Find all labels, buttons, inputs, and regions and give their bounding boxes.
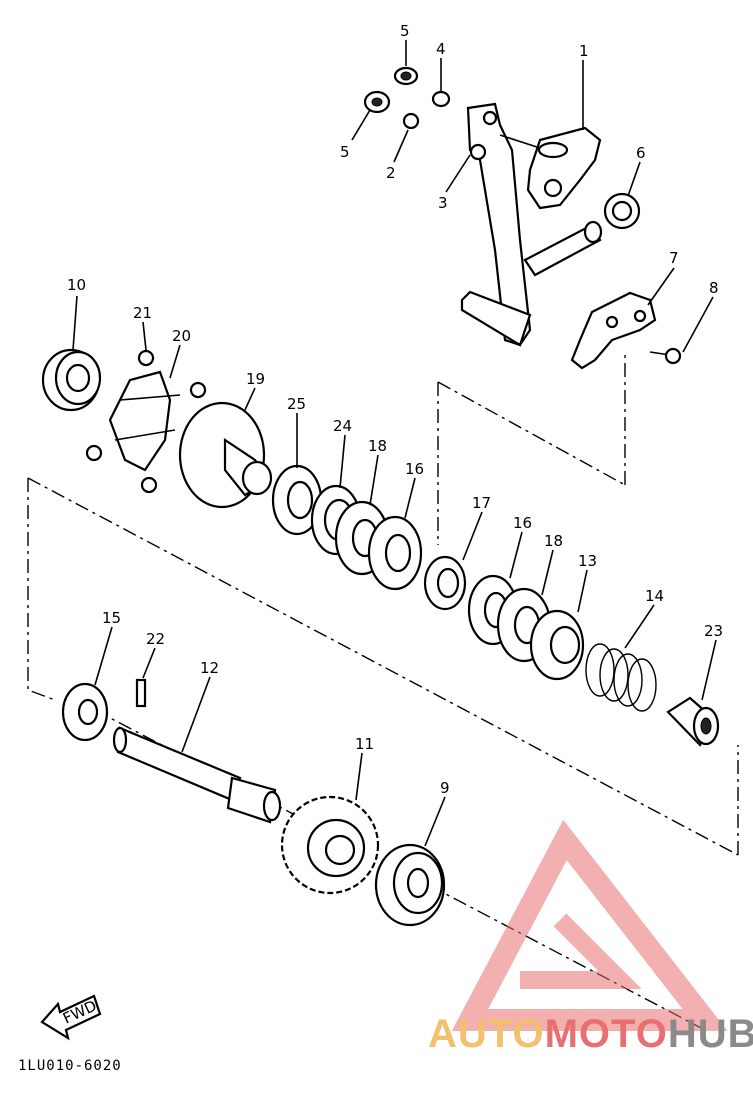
callout-13: 13 <box>578 552 597 570</box>
drum-19 <box>178 401 273 509</box>
nut-5-top <box>393 66 419 86</box>
washer-16a <box>367 515 423 591</box>
shaft-12 <box>112 726 282 824</box>
seat-13 <box>529 609 585 681</box>
gear-11 <box>280 795 380 895</box>
fwd-arrow: FWD <box>40 994 102 1041</box>
callout-17: 17 <box>472 494 491 512</box>
watermark-part2: MOTO <box>544 1012 668 1056</box>
balls-21 <box>85 349 207 494</box>
lever-7 <box>570 291 657 370</box>
star-cam-20 <box>108 370 181 472</box>
callout-15: 15 <box>102 609 121 627</box>
callout-19: 19 <box>246 370 265 388</box>
shift-shaft <box>523 220 603 277</box>
pin-22 <box>135 678 147 708</box>
watermark-logo <box>451 819 728 1031</box>
collar-17 <box>423 555 467 611</box>
callout-20: 20 <box>172 327 191 345</box>
washer-15 <box>61 682 109 742</box>
leader-lines <box>72 40 717 847</box>
spring-14 <box>585 643 657 712</box>
seal-6 <box>603 192 641 230</box>
callout-22: 22 <box>146 630 165 648</box>
callout-labels: 5 4 5 2 3 1 6 7 8 10 21 20 19 25 24 18 1… <box>67 22 723 797</box>
bearing-10 <box>41 348 102 412</box>
callout-1: 1 <box>579 42 589 60</box>
watermark-part1: AUTO <box>428 1012 545 1056</box>
washer-4 <box>431 90 451 108</box>
callout-5-top: 5 <box>400 22 410 40</box>
washer-2 <box>402 112 420 130</box>
callout-2: 2 <box>386 164 396 182</box>
callout-11: 11 <box>355 735 374 753</box>
callout-24: 24 <box>333 417 352 435</box>
callout-3: 3 <box>438 194 448 212</box>
callout-18b: 18 <box>544 532 563 550</box>
bracket-1 <box>499 126 602 210</box>
callout-6: 6 <box>636 144 646 162</box>
callout-4: 4 <box>436 40 446 58</box>
callout-12: 12 <box>200 659 219 677</box>
nut-5-left <box>363 90 391 114</box>
shift-arm-3 <box>460 102 532 347</box>
callout-21: 21 <box>133 304 152 322</box>
washer-25 <box>271 464 323 536</box>
callout-9: 9 <box>440 779 450 797</box>
callout-8: 8 <box>709 279 719 297</box>
bolt-8 <box>649 347 682 365</box>
callout-23: 23 <box>704 622 723 640</box>
callout-16b: 16 <box>513 514 532 532</box>
callout-16a: 16 <box>405 460 424 478</box>
diagram-code: 1LU010-6020 <box>18 1058 122 1074</box>
callout-10: 10 <box>67 276 86 294</box>
watermark-part3: HUB <box>667 1012 753 1056</box>
bush-23 <box>666 696 720 747</box>
watermark-text: AUTOMOTOHUB <box>428 1012 753 1057</box>
callout-25: 25 <box>287 395 306 413</box>
callout-14: 14 <box>645 587 664 605</box>
callout-18a: 18 <box>368 437 387 455</box>
callout-7: 7 <box>669 249 679 267</box>
callout-5-left: 5 <box>340 143 350 161</box>
bearing-9 <box>374 843 446 927</box>
